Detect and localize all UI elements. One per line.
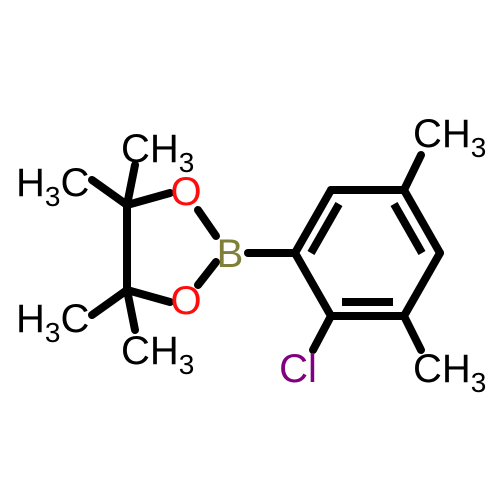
atom-labels: B O O Cl H3C CH3 H3C CH3 CH3 CH3 bbox=[16, 112, 486, 398]
atom-oxygen-bottom: O bbox=[170, 279, 201, 323]
bond-ring-3 bbox=[400, 186, 444, 257]
bond-c-o-bottom bbox=[123, 286, 174, 306]
bond-methyl-bottom-right bbox=[123, 286, 139, 334]
methyl-bottom-left-label: H3C bbox=[16, 297, 89, 348]
methyl-top-right-main: CH bbox=[121, 127, 179, 171]
methyl-top-right-label: CH3 bbox=[121, 127, 194, 178]
bond-ring-double-top-left bbox=[307, 202, 343, 255]
bond-ring-methyl-bottom bbox=[400, 312, 425, 354]
methyl-ring-top-label: CH3 bbox=[413, 112, 486, 163]
bond-methyl-bottom-left bbox=[88, 286, 131, 319]
bond-ring-1 bbox=[291, 186, 335, 257]
bond-o-b-top bbox=[194, 206, 220, 240]
methyl-ring-bottom-sub: 3 bbox=[471, 367, 487, 398]
methyl-top-left-main: H bbox=[16, 161, 45, 205]
atom-oxygen-top: O bbox=[170, 170, 201, 214]
methyl-ring-top-main: CH bbox=[413, 112, 471, 156]
methyl-bottom-left-main: H bbox=[16, 297, 45, 341]
methyl-top-left-sub: 3 bbox=[45, 181, 61, 212]
methyl-bottom-right-label: CH3 bbox=[121, 329, 194, 380]
atom-chlorine: Cl bbox=[279, 347, 317, 391]
methyl-bottom-right-sub: 3 bbox=[179, 349, 195, 380]
atom-boron: B bbox=[217, 232, 244, 276]
bond-ring-4 bbox=[400, 249, 444, 320]
methyl-ring-bottom-label: CH3 bbox=[413, 347, 486, 398]
bond-methyl-top-right bbox=[123, 161, 139, 209]
bond-c-o-top bbox=[123, 189, 174, 209]
methyl-ring-top-sub: 3 bbox=[471, 132, 487, 163]
bond-ring-double-right bbox=[390, 202, 426, 255]
methyl-top-left-tail: C bbox=[60, 161, 89, 205]
bond-o-b-bottom bbox=[194, 258, 220, 289]
methyl-bottom-left-sub: 3 bbox=[45, 317, 61, 348]
methyl-top-right-sub: 3 bbox=[179, 147, 195, 178]
bond-ring-6 bbox=[291, 249, 335, 320]
methyl-top-left-label: H3C bbox=[16, 161, 89, 212]
bond-ring-chlorine bbox=[309, 312, 335, 354]
bond-ring-methyl-top bbox=[400, 151, 425, 194]
bonds bbox=[88, 151, 444, 354]
methyl-bottom-right-main: CH bbox=[121, 329, 179, 373]
methyl-bottom-left-tail: C bbox=[60, 297, 89, 341]
bond-methyl-top-left bbox=[88, 176, 131, 209]
methyl-ring-bottom-main: CH bbox=[413, 347, 471, 391]
